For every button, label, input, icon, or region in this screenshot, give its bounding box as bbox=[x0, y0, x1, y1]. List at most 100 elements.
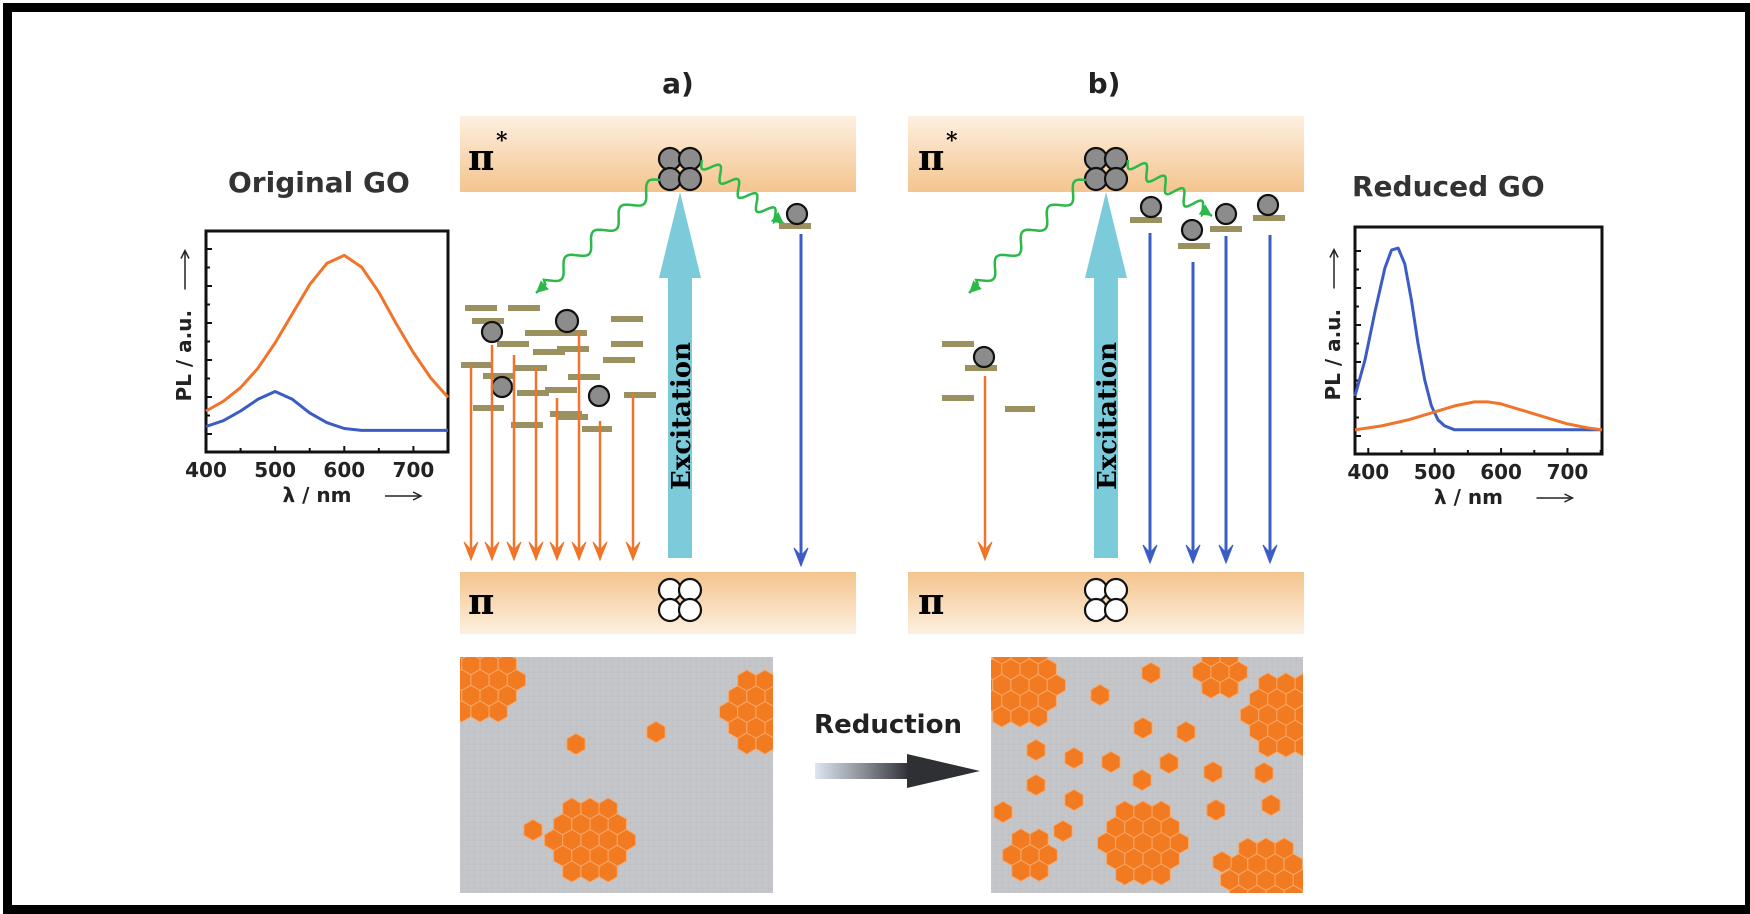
trap-level bbox=[483, 373, 513, 379]
sp2-domain-hex bbox=[1029, 859, 1049, 882]
sp2-domain-hex bbox=[783, 686, 801, 707]
sp2-domain-hex bbox=[1229, 884, 1249, 893]
trapped-electron bbox=[1256, 193, 1280, 217]
holes-a bbox=[677, 577, 703, 603]
sp2-domain-hex bbox=[774, 733, 792, 754]
relaxation-wave-a-left-head bbox=[536, 280, 549, 293]
holes-a bbox=[657, 577, 683, 603]
trap-level bbox=[472, 318, 504, 324]
x-axis-label: λ / nm bbox=[1434, 485, 1503, 509]
sp2-domain-hex bbox=[523, 818, 543, 842]
sp2-domain-hex bbox=[1064, 746, 1084, 770]
orange-emission-arrow-head bbox=[549, 541, 565, 562]
holes-b bbox=[1083, 577, 1109, 603]
series-line-blue bbox=[1353, 246, 1602, 432]
trap-level bbox=[545, 387, 577, 393]
x-tick-label: 500 bbox=[254, 458, 296, 482]
y-axis-arrowhead bbox=[180, 248, 190, 259]
sp2-domain-hex bbox=[792, 702, 810, 723]
trap-level bbox=[965, 365, 997, 371]
relaxation-wave-a-right bbox=[700, 159, 785, 225]
sp2-domain-hex bbox=[1141, 661, 1161, 685]
sp2-domain-hex bbox=[1258, 735, 1278, 758]
sp2-domain-hex bbox=[1010, 705, 1030, 728]
sp2-domain-hex bbox=[460, 688, 463, 703]
sp2-domain-hex bbox=[562, 860, 582, 883]
reduction-arrow bbox=[815, 754, 980, 788]
pi-label-b: π bbox=[918, 581, 944, 623]
orange-emission-arrow-head bbox=[592, 541, 608, 562]
chart-title-original: Original GO bbox=[228, 166, 410, 199]
trap-level bbox=[508, 305, 540, 311]
series-line-orange bbox=[205, 253, 450, 413]
excited-electrons-a bbox=[657, 146, 683, 172]
sp2-domain-hex bbox=[774, 670, 792, 691]
holes-a bbox=[677, 597, 703, 623]
relaxation-wave-b-right-head bbox=[1198, 204, 1212, 216]
go-sheet-reduced bbox=[991, 657, 1322, 913]
chart-title-reduced: Reduced GO bbox=[1352, 170, 1545, 203]
orange-emission-arrow-head bbox=[571, 541, 587, 562]
trapped-electron bbox=[1214, 202, 1238, 226]
sp2-domain-hex bbox=[1212, 850, 1232, 874]
excited-electrons-a bbox=[677, 166, 703, 192]
excitation-label-a: Excitation bbox=[667, 342, 697, 490]
trap-level bbox=[517, 390, 549, 396]
chart-axes-box bbox=[1353, 225, 1604, 456]
sp2-domain-hex bbox=[737, 732, 757, 755]
relaxation-wave-a-right-head bbox=[770, 211, 784, 224]
sp2-domain-hex bbox=[1026, 773, 1046, 797]
x-tick-label: 600 bbox=[1480, 460, 1522, 484]
trap-level bbox=[611, 316, 643, 322]
sp2-domain-hex bbox=[764, 685, 773, 707]
sp2-domain-hex bbox=[991, 678, 994, 692]
orange-emission-arrow-head bbox=[506, 541, 522, 562]
pi-star-label-a: π bbox=[468, 137, 494, 179]
trap-level bbox=[942, 341, 974, 347]
sp2-domain-hex bbox=[993, 800, 1013, 824]
trap-level bbox=[557, 346, 589, 352]
sp2-domain-hex bbox=[1151, 863, 1171, 886]
sp2-domain-hex bbox=[1254, 761, 1274, 785]
sp2-domain-hex bbox=[755, 732, 773, 755]
trapped-electron bbox=[1139, 195, 1163, 219]
trapped-electron bbox=[1180, 218, 1204, 242]
pi-star-sup-b: * bbox=[946, 128, 958, 154]
panel-b-label: b) bbox=[1088, 67, 1121, 100]
panel-a-label: a) bbox=[662, 67, 694, 100]
trapped-electron bbox=[480, 320, 504, 344]
x-tick-label: 500 bbox=[1414, 460, 1456, 484]
trap-level bbox=[511, 422, 543, 428]
excitation-arrow-a: Excitation bbox=[659, 192, 701, 558]
sp2-domain-hex bbox=[1101, 750, 1121, 774]
sp2-domain-hex bbox=[598, 860, 618, 883]
go-sheet-original bbox=[460, 657, 810, 893]
blue-emission-arrow-head bbox=[1185, 544, 1201, 565]
sp2-domain-hex bbox=[1294, 673, 1303, 694]
sp2-domain-hex bbox=[488, 700, 508, 723]
sp2-domain-hex bbox=[1206, 798, 1226, 822]
trap-level bbox=[1005, 406, 1035, 412]
sp2-domain-hex bbox=[1133, 716, 1153, 740]
panel-a-energy-diagram: π * π bbox=[460, 116, 856, 634]
pi-star-sup-a: * bbox=[496, 128, 508, 154]
sp2-domain-hex bbox=[460, 657, 463, 672]
sp2-domain-hex bbox=[1239, 901, 1257, 913]
series-line-blue bbox=[205, 390, 448, 432]
sp2-domain-hex bbox=[1257, 901, 1275, 913]
orange-emission-arrow-head bbox=[463, 541, 479, 562]
x-axis-arrowhead bbox=[412, 491, 423, 501]
sp2-domain-hex bbox=[1026, 738, 1046, 762]
x-tick-label: 600 bbox=[323, 458, 365, 482]
relaxation-wave-b-left bbox=[968, 178, 1087, 294]
trap-level bbox=[533, 349, 565, 355]
excited-electrons-b bbox=[1103, 146, 1129, 172]
sp2-domain-hex bbox=[460, 700, 472, 723]
sp2-domain-hex bbox=[1304, 689, 1322, 710]
excited-electrons-a bbox=[657, 166, 683, 192]
pi-star-label-b: π bbox=[918, 137, 944, 179]
trap-level bbox=[515, 365, 547, 371]
sp2-domain-hex bbox=[470, 700, 490, 723]
sp2-domain-hex bbox=[1090, 683, 1110, 707]
trap-level bbox=[461, 362, 493, 368]
